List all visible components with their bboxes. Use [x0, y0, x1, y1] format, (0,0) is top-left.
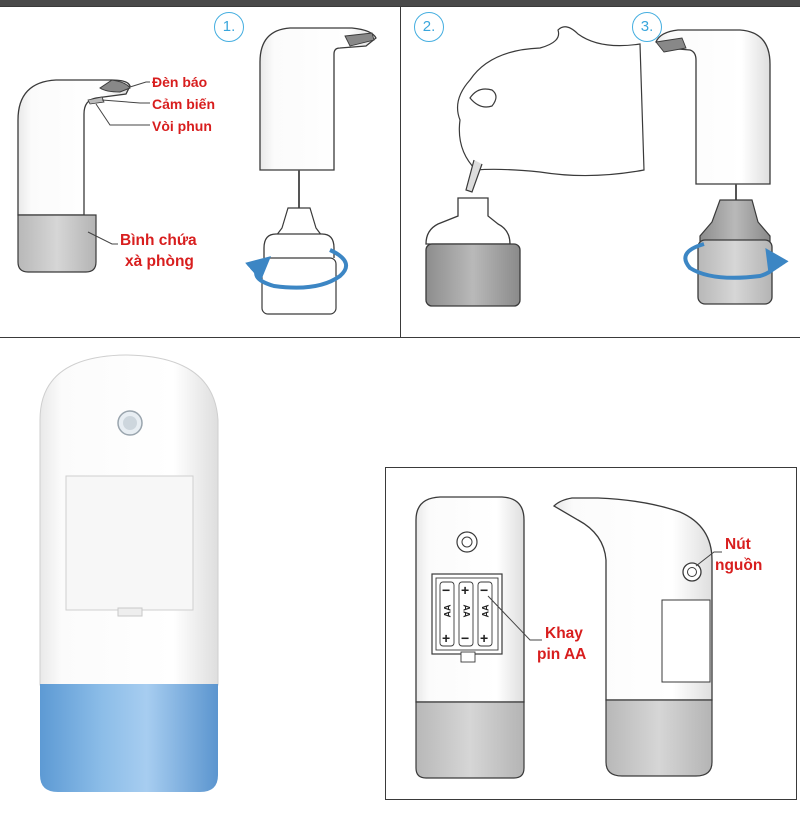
top-bar — [0, 0, 800, 7]
callout-lines-bottom — [487, 551, 722, 641]
product-back-view — [39, 354, 219, 792]
battery-3-label: AA — [480, 604, 491, 618]
callout-lines — [87, 81, 150, 245]
label-power-button-1: Nút — [725, 536, 751, 553]
dispenser-step1-top — [259, 27, 377, 208]
label-soap-container-2: xà phòng — [125, 253, 194, 270]
rotation-arrow-step1 — [245, 248, 349, 290]
step-badge-1: 1. — [214, 12, 244, 42]
rotation-arrow-step3 — [683, 242, 789, 280]
step-badge-3: 3. — [632, 12, 662, 42]
reservoir-step3 — [697, 199, 773, 305]
hands-pouring — [457, 26, 645, 193]
device-side-power — [552, 497, 713, 777]
battery-2-label: AA — [461, 604, 472, 618]
dispenser-side-view — [17, 79, 131, 273]
label-power-button-2: nguồn — [715, 557, 763, 574]
dispenser-step3-top — [655, 29, 771, 206]
panel-steps-2-3 — [400, 6, 800, 338]
label-battery-tray-2: pin AA — [537, 646, 587, 663]
label-nozzle: Vòi phun — [152, 118, 212, 134]
panel-battery-detail — [385, 467, 797, 800]
soap-bottle-step2 — [425, 197, 521, 307]
step-badge-2: 2. — [414, 12, 444, 42]
battery-1-plus: + — [442, 630, 451, 646]
label-battery-tray-1: Khay — [545, 625, 583, 642]
battery-3-minus: − — [480, 582, 489, 598]
device-back-battery — [415, 496, 525, 779]
battery-1-label: AA — [442, 604, 453, 618]
battery-2-plus: + — [461, 582, 470, 598]
reservoir-step1 — [261, 207, 337, 315]
battery-3-plus: + — [480, 630, 489, 646]
label-indicator-light: Đèn báo — [152, 74, 208, 90]
battery-2-minus: − — [461, 630, 470, 646]
label-soap-container-1: Bình chứa — [120, 232, 197, 249]
label-sensor: Cảm biến — [152, 96, 216, 112]
battery-1-minus: − — [442, 582, 451, 598]
